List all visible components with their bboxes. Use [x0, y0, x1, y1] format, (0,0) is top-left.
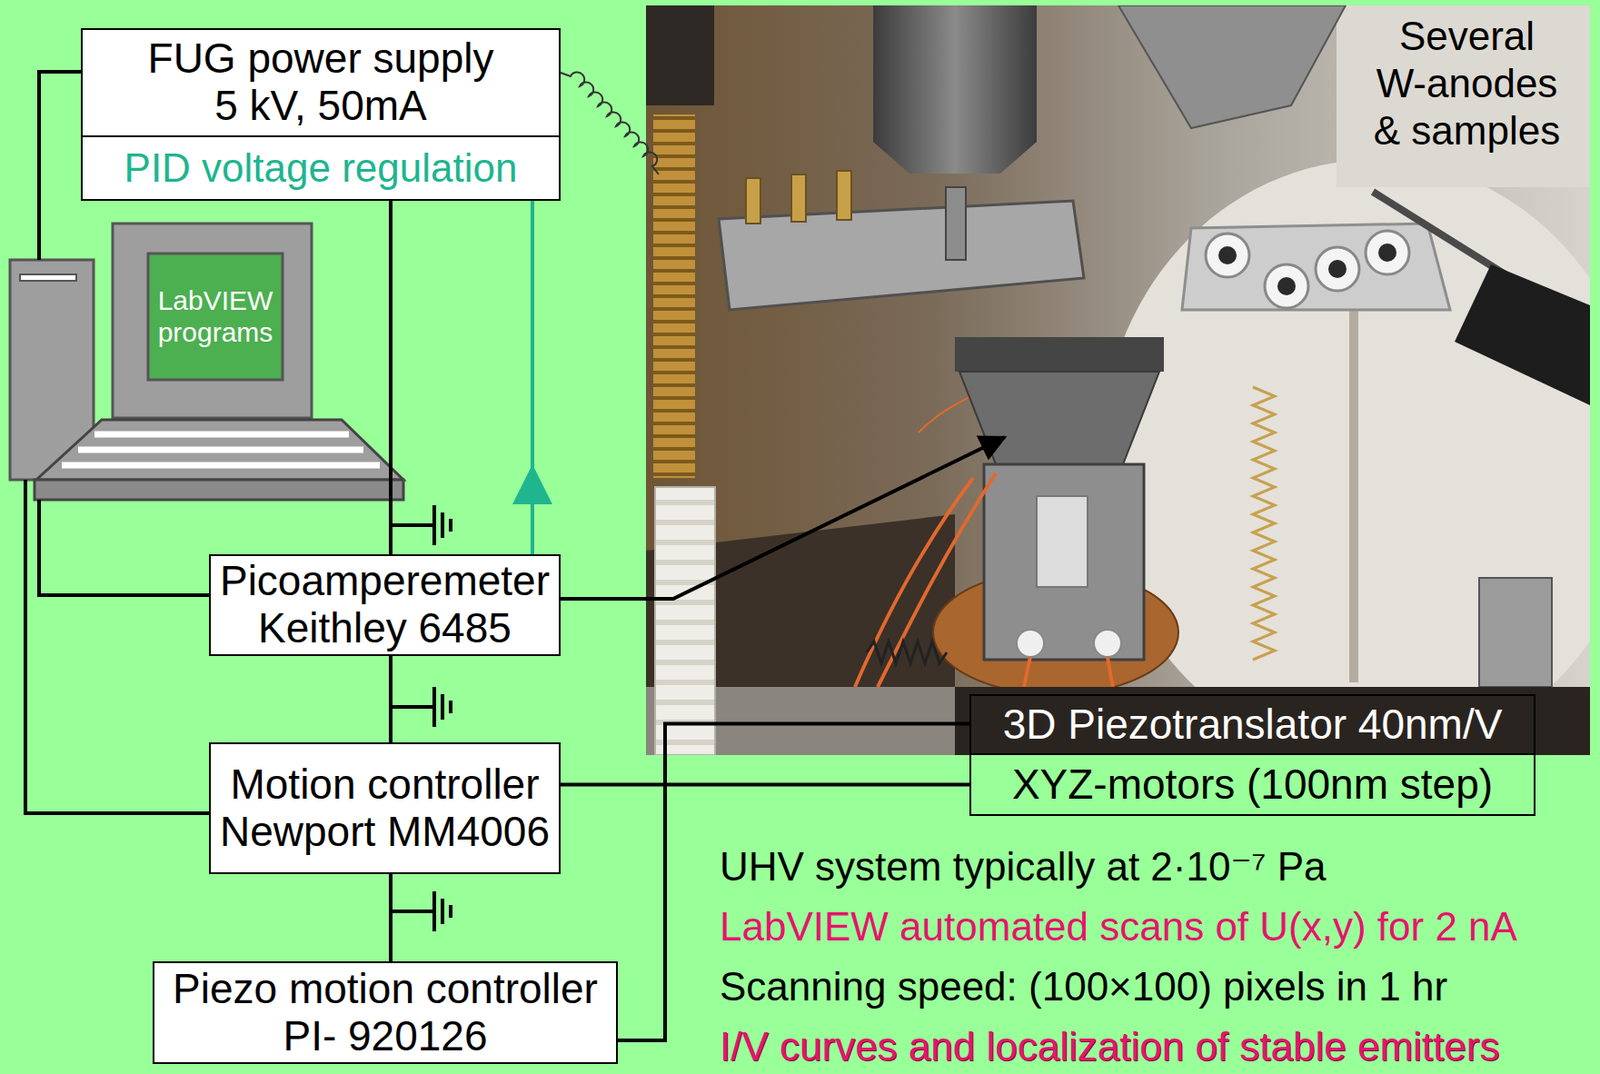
teflon-screw	[655, 486, 716, 756]
connector	[530, 200, 535, 555]
connector	[388, 200, 393, 555]
sample	[1277, 277, 1296, 296]
box-label: LabVIEW programs	[151, 257, 279, 377]
xyz-motors-box: XYZ-motors (100nm step)	[969, 753, 1536, 816]
keyboard-base	[34, 479, 404, 500]
spring	[866, 641, 947, 664]
key-row	[94, 431, 349, 438]
sample	[1378, 243, 1397, 262]
box-sublabel: PID voltage regulation	[82, 135, 559, 199]
box-label: Picoamperemeter Keithley 6485	[210, 557, 559, 652]
key-row	[78, 447, 364, 454]
chamber-base	[954, 686, 1591, 756]
sample	[1218, 246, 1237, 265]
bellows	[653, 114, 696, 478]
photo-caption: Several W-anodes & samples	[1369, 12, 1565, 155]
anode-bracket	[718, 200, 1084, 310]
connector	[560, 783, 970, 787]
sample-plate	[954, 337, 1164, 372]
leader-arrow	[560, 437, 1005, 599]
box-label: Motion controller Newport MM4006	[210, 761, 559, 855]
note-text: LabVIEW automated scans of U(x,y) for 2 …	[719, 903, 1518, 951]
piezo-cylinder	[1036, 496, 1088, 587]
connector	[1016, 629, 1044, 657]
drive-slot	[19, 274, 77, 281]
chamber-cone	[1118, 5, 1346, 129]
ground-symbol	[390, 891, 451, 932]
chamber-window	[1100, 159, 1591, 756]
connector	[1093, 629, 1122, 657]
sample-carousel	[1182, 223, 1451, 310]
rod	[1349, 296, 1359, 683]
note-text: Scanning speed: (100×100) pixels in 1 hr	[719, 963, 1448, 1011]
wire	[1107, 656, 1114, 687]
monitor	[112, 223, 312, 418]
wire	[1023, 656, 1031, 687]
wire	[854, 477, 974, 687]
piezo-controller-box: Piezo motion controller PI- 920126	[152, 961, 618, 1064]
box-label: XYZ-motors (100nm step)	[971, 761, 1534, 809]
monitor-screen	[148, 253, 283, 380]
connector	[388, 874, 393, 962]
chamber-tube	[645, 5, 715, 106]
screw	[945, 187, 966, 260]
sample	[1315, 247, 1360, 291]
sample	[1264, 264, 1309, 309]
sample-holder	[959, 371, 1160, 465]
sample	[1205, 233, 1250, 278]
ground-symbol	[390, 505, 451, 546]
key-row	[61, 462, 380, 469]
connector	[39, 71, 81, 260]
screw	[745, 178, 761, 224]
note-text: UHV system typically at 2·10⁻⁷ Pa	[719, 843, 1327, 891]
screw	[836, 170, 852, 220]
connector	[25, 479, 209, 814]
anode-cylinder	[873, 5, 1037, 174]
power-supply-box: FUG power supply 5 kV, 50mAPID voltage r…	[80, 28, 561, 201]
piezo-block	[983, 464, 1144, 660]
connector	[388, 655, 393, 743]
note-text: I/V curves and localization of stable em…	[719, 1023, 1500, 1071]
motion-controller-box: Motion controller Newport MM4006	[208, 742, 561, 875]
sample	[1328, 259, 1347, 279]
hv-cable	[560, 72, 659, 175]
box-label: 3D Piezotranslator 40nm/V	[971, 701, 1534, 749]
sample	[1365, 230, 1410, 275]
box-label: FUG power supply 5 kV, 50mA	[139, 29, 503, 136]
box-label: Piezo motion controller PI- 920126	[154, 965, 617, 1060]
holder-block	[1479, 577, 1552, 687]
manipulator	[1454, 264, 1591, 406]
picoammeter-box: Picoamperemeter Keithley 6485	[208, 554, 561, 656]
keyboard	[36, 419, 404, 480]
spring	[1252, 387, 1275, 660]
piezotranslator-box: 3D Piezotranslator 40nm/V	[969, 694, 1536, 754]
screw	[791, 174, 806, 222]
connector	[39, 499, 209, 596]
ground-symbol	[390, 686, 451, 727]
chamber-wall	[1336, 5, 1591, 188]
computer-icon: LabVIEW programs	[9, 222, 404, 502]
computer-drawing	[9, 223, 404, 500]
